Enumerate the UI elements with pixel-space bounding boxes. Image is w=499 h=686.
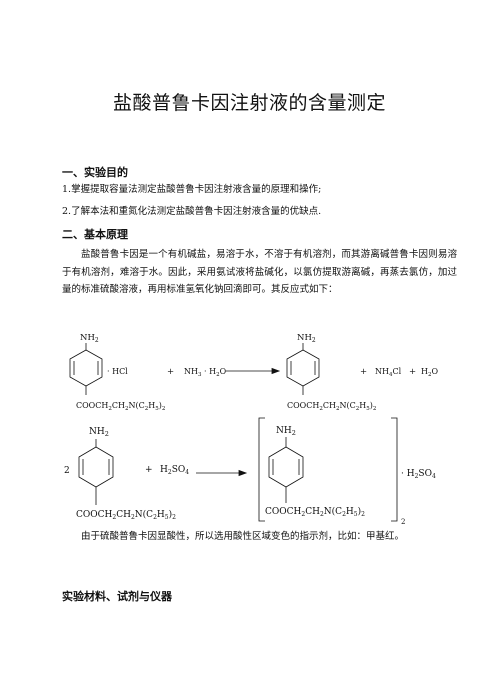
objective-item-1: 1.掌握提取容量法测定盐酸普鲁卡因注射液含量的原理和操作; — [62, 184, 322, 195]
benzene-ring-left — [78, 439, 114, 505]
substituent-label-product: COOCH2CH2N(C2H5)2 — [265, 506, 365, 518]
sulfate-salt-label: · H2SO4 — [401, 469, 436, 480]
plus-sign: + — [145, 465, 153, 475]
substituent-label: COOCH2CH2N(C2H5)2 — [76, 401, 165, 412]
section-heading-objectives: 一、实验目的 — [62, 166, 128, 179]
benzene-ring-left — [69, 343, 103, 395]
section-heading-principle: 二、基本原理 — [62, 228, 128, 241]
plus-sign: + — [167, 367, 174, 377]
benzene-ring-right — [286, 343, 320, 395]
substituent-label-product: COOCH2CH2N(C2H5)2 — [287, 401, 376, 412]
page-title: 盐酸普鲁卡因注射液的含量测定 — [112, 92, 386, 114]
plus-sign: + — [409, 367, 416, 377]
reagent-label: NH3 · H2O — [184, 367, 227, 378]
objective-item-2: 2.了解本法和重氮化法测定盐酸普鲁卡因注射液含量的优缺点. — [62, 206, 322, 217]
indicator-text: 由于硫酸普鲁卡因显酸性，所以选用酸性区域变色的指示剂，比如：甲基红。 — [81, 531, 405, 542]
substituent-label: COOCH2CH2N(C2H5)2 — [76, 509, 176, 521]
bracket-subscript: 2 — [401, 518, 405, 526]
nh2-label: NH2 — [89, 427, 109, 438]
water-label: H2O — [421, 367, 438, 378]
nh2-label: NH2 — [80, 333, 99, 344]
nh4cl-label: NH4Cl — [375, 367, 402, 378]
section-heading-materials: 实验材料、试剂与仪器 — [62, 590, 172, 603]
reaction-equation-2: 2 NH2 COOCH2CH2N(C2H5)2 + H2SO4 NH2 COOC… — [64, 417, 436, 526]
nh2-label-product: NH2 — [297, 333, 316, 344]
bracket — [258, 417, 398, 522]
nh2-label-product: NH2 — [276, 426, 296, 437]
hcl-label: · HCl — [107, 367, 128, 376]
coefficient-label: 2 — [64, 466, 70, 476]
benzene-ring-product — [268, 437, 304, 503]
reaction-equation-1: NH2 · HCl COOCH2CH2N(C2H5)2 + NH3 · H2O … — [69, 333, 438, 412]
principle-paragraph: 盐酸普鲁卡因是一个有机碱盐，易溶于水，不溶于有机溶剂，而其游离碱普鲁卡因则易溶于… — [62, 249, 457, 295]
reagent-label: H2SO4 — [160, 465, 189, 476]
reaction-arrow — [196, 469, 248, 477]
plus-sign: + — [360, 367, 367, 377]
reaction-arrow — [226, 367, 281, 375]
